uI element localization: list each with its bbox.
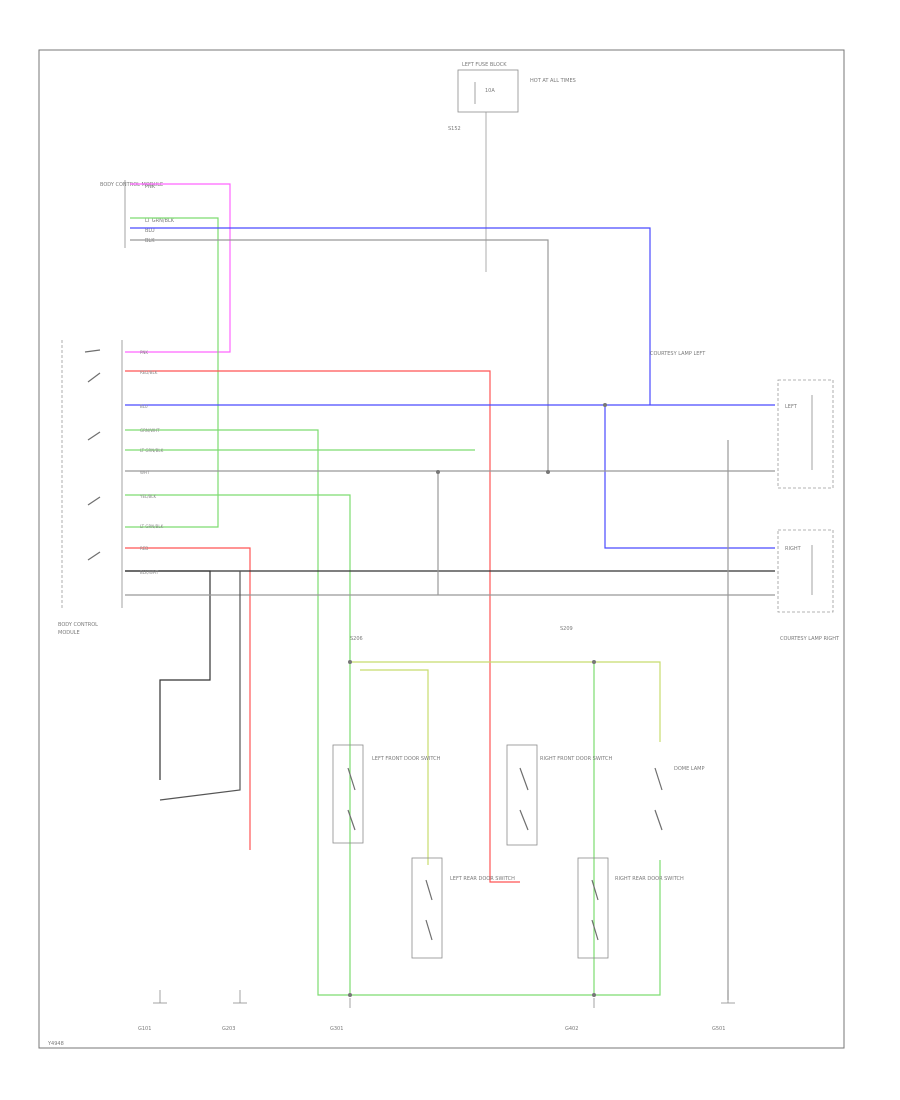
svg-text:LEFT FRONT DOOR SWITCH: LEFT FRONT DOOR SWITCH [372,756,441,762]
svg-text:RIGHT REAR DOOR SWITCH: RIGHT REAR DOOR SWITCH [615,876,684,882]
door-switch-lr: LEFT REAR DOOR SWITCH [411,857,515,959]
svg-text:LEFT FUSE BLOCK: LEFT FUSE BLOCK [462,62,507,68]
green-wire-upper [125,217,219,528]
svg-text:S209: S209 [560,626,573,632]
svg-text:G203: G203 [222,1026,235,1032]
diagram-border [38,49,845,1049]
fuse-block: LEFT FUSE BLOCK 10A HOT AT ALL TIMES S15… [448,62,576,272]
courtesy-lamp-right: RIGHT COURTESY LAMP RIGHT [777,529,840,642]
gray-wire-top [130,239,549,472]
green-wire-lower [125,494,351,995]
svg-text:LT GRN/BLK: LT GRN/BLK [140,448,164,453]
red-wire-lower [125,547,251,850]
dark-gray-wire-drop [125,570,211,780]
bcm-switch-contacts [84,349,101,561]
svg-text:BODY CONTROL MODULE: BODY CONTROL MODULE [100,182,163,188]
svg-text:GRN/WHT: GRN/WHT [140,428,160,433]
svg-text:RIGHT FRONT DOOR SWITCH: RIGHT FRONT DOOR SWITCH [540,756,613,762]
diagram-code: Y4948 [47,1041,64,1047]
svg-text:RED: RED [140,546,148,551]
junction-dots [348,403,607,997]
svg-text:BLK/WHT: BLK/WHT [140,570,159,575]
svg-text:G101: G101 [138,1026,151,1032]
svg-text:BLU: BLU [145,228,155,234]
svg-text:RIGHT: RIGHT [785,546,802,552]
blue-wire-top [130,227,651,405]
svg-text:BLU: BLU [140,404,148,409]
svg-text:DOME LAMP: DOME LAMP [674,766,705,772]
door-switch-rf: RIGHT FRONT DOOR SWITCH [506,744,613,846]
door-switch-rr: RIGHT REAR DOOR SWITCH [577,857,684,959]
svg-text:COURTESY LAMP RIGHT: COURTESY LAMP RIGHT [780,636,840,642]
svg-text:BLK: BLK [145,238,155,244]
door-switch-lf: LEFT FRONT DOOR SWITCH [332,744,441,844]
blue-wire-drop [604,405,775,549]
svg-text:MODULE: MODULE [58,630,80,636]
pink-wire [125,183,231,353]
body-control-module: BODY CONTROL MODULE [58,340,123,636]
dark-wire-left [159,571,241,801]
yellow-green-wire-2 [360,669,429,865]
svg-text:G402: G402 [565,1026,578,1032]
red-wire [125,370,520,883]
svg-text:G301: G301 [330,1026,343,1032]
svg-text:LT GRN/BLK: LT GRN/BLK [140,524,164,529]
svg-text:RED/BLK: RED/BLK [140,370,158,375]
svg-text:COURTESY LAMP LEFT: COURTESY LAMP LEFT [650,351,706,357]
svg-text:LEFT: LEFT [785,404,798,410]
svg-text:PNK: PNK [145,184,156,190]
svg-text:PNK: PNK [140,350,148,355]
svg-text:HOT AT ALL TIMES: HOT AT ALL TIMES [530,78,576,84]
svg-text:S152: S152 [448,126,461,132]
green-wire-mid [125,429,661,996]
wire-labels: PNK RED/BLK BLU GRN/WHT LT GRN/BLK WHT Y… [139,350,164,575]
wires [125,183,775,1000]
svg-text:WHT: WHT [140,470,150,475]
ground-2: G203 [222,990,247,1032]
door-switch-right-end: DOME LAMP [654,766,705,831]
courtesy-lamp-left: LEFT COURTESY LAMP LEFT [650,351,834,489]
ground-1: G101 [138,990,167,1032]
svg-text:G501: G501 [712,1026,725,1032]
svg-text:YEL/BLK: YEL/BLK [139,494,157,499]
yellow-green-wire [350,661,661,742]
ground-5: G501 [712,990,735,1032]
top-left-connector: BODY CONTROL MODULE PNK LT GRN/BLK BLU B… [100,180,175,248]
svg-text:10A: 10A [485,88,495,94]
svg-text:S206: S206 [350,636,363,642]
svg-text:LEFT REAR DOOR SWITCH: LEFT REAR DOOR SWITCH [450,876,515,882]
svg-text:BODY CONTROL: BODY CONTROL [58,622,98,628]
ground-4: G402 [565,998,595,1032]
svg-text:LT GRN/BLK: LT GRN/BLK [145,218,175,224]
ground-3: G301 [330,998,351,1032]
